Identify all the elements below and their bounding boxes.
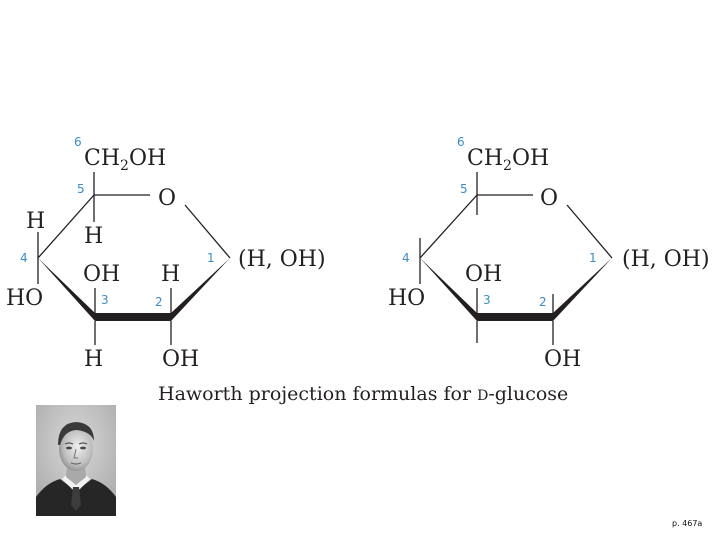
caption-suffix: -glucose bbox=[488, 383, 568, 405]
left-carbon-number-6: 6 bbox=[74, 135, 82, 149]
left-haworth-structure: CH2OH O (H, OH) H H HO OH H H OH 6 5 4 3… bbox=[6, 135, 326, 372]
right-c3-c2-bold-bond bbox=[477, 313, 553, 321]
right-c4-oh: HO bbox=[388, 286, 425, 311]
right-carbon-number-4: 4 bbox=[402, 251, 410, 265]
left-c3-h: H bbox=[84, 347, 103, 372]
page-reference: p. 467a bbox=[672, 519, 703, 528]
left-c3-c2-bold-bond bbox=[95, 313, 171, 321]
right-carbon-number-5: 5 bbox=[460, 182, 468, 196]
left-c5-c4-bond bbox=[37, 194, 95, 259]
caption-d-letter: D bbox=[477, 388, 488, 404]
left-c5-h: H bbox=[84, 224, 103, 249]
caption-prefix: Haworth projection formulas for bbox=[158, 383, 477, 405]
right-carbon-number-1: 1 bbox=[589, 251, 597, 265]
left-c4-c3-wedge bbox=[38, 258, 95, 321]
right-haworth-structure: CH2OH O (H, OH) HO OH OH 6 5 4 3 2 1 bbox=[388, 135, 710, 372]
figure-caption: Haworth projection formulas for D-glucos… bbox=[158, 383, 568, 405]
left-c4-oh: HO bbox=[6, 286, 43, 311]
right-c4-c3-wedge bbox=[420, 258, 477, 321]
right-c5-c4-bond bbox=[419, 194, 478, 259]
right-c2-oh: OH bbox=[544, 347, 581, 372]
left-anomeric-label: (H, OH) bbox=[238, 247, 326, 272]
right-ring-oxygen: O bbox=[540, 186, 558, 211]
portrait-photo bbox=[36, 405, 116, 516]
left-c3-oh: OH bbox=[83, 262, 120, 287]
right-c6-group: CH2OH bbox=[467, 146, 549, 174]
left-ring-oxygen: O bbox=[158, 186, 176, 211]
right-carbon-number-2: 2 bbox=[539, 295, 547, 309]
right-carbon-number-3: 3 bbox=[483, 293, 491, 307]
right-o-c1-bond bbox=[566, 204, 613, 259]
right-c2-c1-wedge bbox=[553, 258, 612, 321]
left-carbon-number-2: 2 bbox=[155, 295, 163, 309]
left-c4-h: H bbox=[26, 209, 45, 234]
left-carbon-number-4: 4 bbox=[20, 251, 28, 265]
right-carbon-number-6: 6 bbox=[457, 135, 465, 149]
left-o-c1-bond bbox=[184, 204, 231, 259]
left-carbon-number-5: 5 bbox=[77, 182, 85, 196]
left-c2-oh: OH bbox=[162, 347, 199, 372]
left-c2-c1-wedge bbox=[171, 258, 230, 321]
left-carbon-number-1: 1 bbox=[207, 251, 215, 265]
right-anomeric-label: (H, OH) bbox=[622, 247, 710, 272]
left-c2-h: H bbox=[161, 262, 180, 287]
left-carbon-number-3: 3 bbox=[101, 293, 109, 307]
left-c6-group: CH2OH bbox=[84, 146, 166, 174]
right-c3-oh: OH bbox=[465, 262, 502, 287]
